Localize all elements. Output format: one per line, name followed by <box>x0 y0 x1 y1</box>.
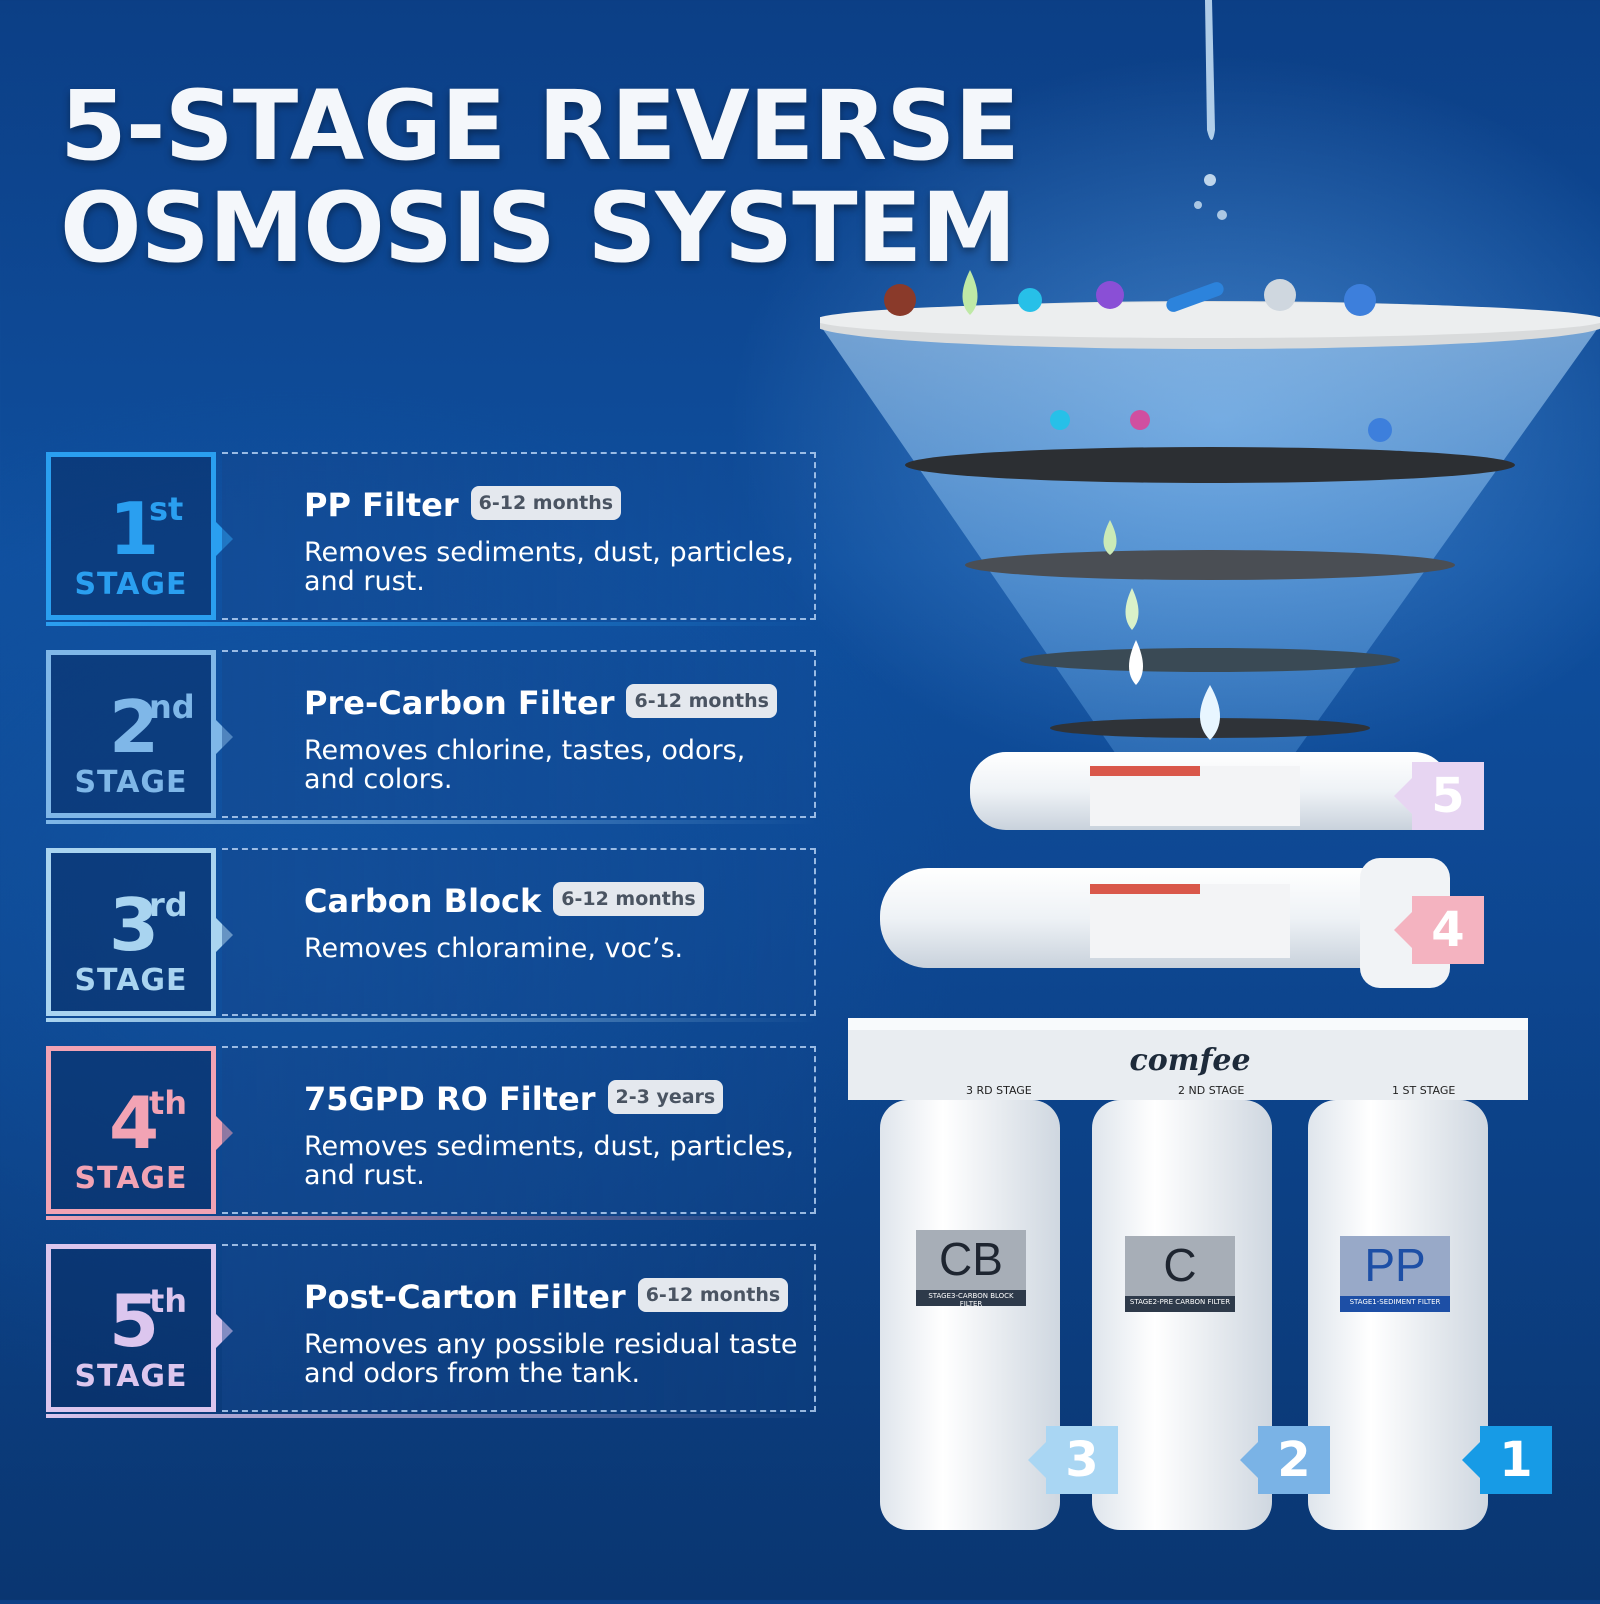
replacement-duration-badge: 6-12 months <box>626 684 777 718</box>
stage-ordinal-suffix: th <box>149 1084 188 1122</box>
stage-info-panel: Pre-Carbon Filter 6-12 months Removes chl… <box>222 650 816 818</box>
stage-info-panel: Post-Carton Filter 6-12 months Removes an… <box>222 1244 816 1412</box>
cartridge-code-c: C <box>1163 1239 1197 1291</box>
product-illustration: comfee 3 RD STAGE 2 ND STAGE 1 ST STAGE … <box>815 0 1600 1600</box>
stage-row-3: 3 rd STAGE Carbon Block 6-12 months Remov… <box>46 848 816 1024</box>
stage-label-3: 3 RD STAGE <box>966 1084 1032 1097</box>
filter-name: Pre-Carbon Filter 6-12 months <box>304 684 777 722</box>
tag-1: 1 <box>1462 1426 1552 1494</box>
title-line-1: 5-STAGE REVERSE <box>60 70 1020 182</box>
stage-word: STAGE <box>74 1161 188 1196</box>
cartridge-label-3: STAGE3-CARBON BLOCK FILTER <box>928 1292 1014 1308</box>
cartridge-label-1: STAGE1-SEDIMENT FILTER <box>1349 1298 1441 1306</box>
replacement-duration-badge: 2-3 years <box>607 1080 724 1114</box>
filter-name: Carbon Block 6-12 months <box>304 882 704 920</box>
tag-4: 4 <box>1394 896 1484 964</box>
replacement-duration-badge: 6-12 months <box>637 1278 789 1312</box>
stage-number: 1 <box>109 487 160 571</box>
cartridge-code-cb: CB <box>939 1233 1003 1285</box>
stage-word: STAGE <box>74 963 188 998</box>
filter-description: Removes sediments, dust, particles, and … <box>304 537 794 597</box>
stage-row-2: 2 nd STAGE Pre-Carbon Filter 6-12 months … <box>46 650 816 826</box>
filter-description: Removes chloramine, voc’s. <box>304 933 684 964</box>
filter-name: PP Filter 6-12 months <box>304 486 622 524</box>
tag-2: 2 <box>1240 1426 1330 1494</box>
tag-number-text: 2 <box>1277 1432 1311 1488</box>
stage-number: 3 <box>109 883 160 967</box>
stage-badge: 4 th STAGE <box>46 1046 233 1214</box>
stage-number: 2 <box>109 685 160 769</box>
stage-divider <box>46 820 816 824</box>
stage-info-panel: 75GPD RO Filter 2-3 years Removes sedimen… <box>222 1046 816 1214</box>
filter-name: Post-Carton Filter 6-12 months <box>304 1278 789 1316</box>
stage-ordinal-suffix: rd <box>149 886 188 924</box>
brand-logo: comfee <box>1129 1043 1250 1078</box>
filter-system-graphic: comfee <box>815 0 1600 1530</box>
stage-word: STAGE <box>74 1359 188 1394</box>
page-title: 5-STAGE REVERSE OSMOSIS SYSTEM <box>60 70 1020 284</box>
stage-row-5: 5 th STAGE Post-Carton Filter 6-12 months… <box>46 1244 816 1420</box>
stage-word: STAGE <box>74 567 188 602</box>
stage-label-2: 2 ND STAGE <box>1178 1084 1245 1097</box>
filter-description: Removes chlorine, tastes, odors, and col… <box>304 735 746 795</box>
filter-description: Removes any possible residual taste and … <box>304 1329 798 1389</box>
stage-badge: 3 rd STAGE <box>46 848 233 1016</box>
stage-info-panel: PP Filter 6-12 months Removes sediments, … <box>222 452 816 620</box>
filter-name: 75GPD RO Filter 2-3 years <box>304 1080 724 1118</box>
tag-number-text: 3 <box>1065 1432 1099 1488</box>
filter-name-text: Post-Carton Filter <box>304 1278 626 1316</box>
stage-divider <box>46 1018 816 1022</box>
filter-name-text: PP Filter <box>304 486 459 524</box>
filter-name-text: 75GPD RO Filter <box>304 1080 596 1118</box>
cartridge-code-pp: PP <box>1364 1239 1426 1291</box>
title-line-2: OSMOSIS SYSTEM <box>60 172 1017 284</box>
stage-row-1: 1 st STAGE PP Filter 6-12 months Removes … <box>46 452 816 628</box>
stage-divider <box>46 1414 816 1418</box>
tag-number-text: 4 <box>1431 902 1465 958</box>
tag-5: 5 <box>1394 762 1484 830</box>
stage-divider <box>46 1216 816 1220</box>
stage-badge: 5 th STAGE <box>46 1244 233 1412</box>
filter-description: Removes sediments, dust, particles, and … <box>304 1131 794 1191</box>
stage-word: STAGE <box>74 765 188 800</box>
replacement-duration-badge: 6-12 months <box>470 486 622 520</box>
stage-ordinal-suffix: nd <box>149 688 195 726</box>
stage-row-4: 4 th STAGE 75GPD RO Filter 2-3 years Remo… <box>46 1046 816 1222</box>
replacement-duration-badge: 6-12 months <box>553 882 704 916</box>
tag-number-text: 5 <box>1431 768 1465 824</box>
stage-ordinal-suffix: th <box>149 1282 188 1320</box>
stage-badge: 1 st STAGE <box>46 452 233 620</box>
filter-name-text: Carbon Block <box>304 882 542 920</box>
stage-ordinal-suffix: st <box>149 490 184 528</box>
cartridge-label-2: STAGE2-PRE CARBON FILTER <box>1129 1298 1231 1306</box>
tag-3: 3 <box>1028 1426 1118 1494</box>
filter-name-text: Pre-Carbon Filter <box>304 684 615 722</box>
tag-number-text: 1 <box>1499 1432 1533 1488</box>
stage-divider <box>46 622 816 626</box>
stage-number: 4 <box>109 1081 160 1165</box>
stage-label-1: 1 ST STAGE <box>1392 1084 1456 1097</box>
stage-number: 5 <box>109 1279 160 1363</box>
stage-info-panel: Carbon Block 6-12 months Removes chlorami… <box>222 848 816 1016</box>
stage-badge: 2 nd STAGE <box>46 650 233 818</box>
